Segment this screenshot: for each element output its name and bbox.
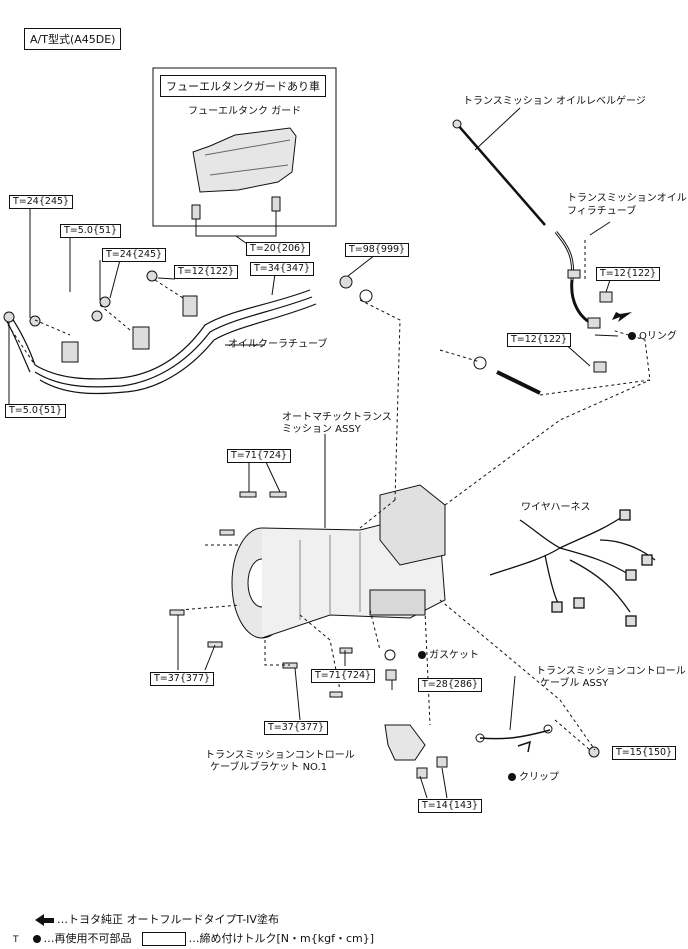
torque-box: T=5.0{51} <box>60 224 122 238</box>
torque-symbol: T <box>13 935 19 945</box>
non-reusable-dot-icon <box>508 773 516 781</box>
inset-header: フューエルタンクガードあり車 <box>160 75 326 97</box>
torque-box: T=15{150} <box>612 746 677 760</box>
torque-box: T=12{122} <box>174 265 239 279</box>
filler-tube-label-1: トランスミッションオイル <box>567 193 687 204</box>
level-gauge-rod <box>456 123 546 226</box>
torque-box: T=37{377} <box>150 672 215 686</box>
inset-bolts <box>191 196 281 220</box>
cooler-tube-label: オイルクーラチューブ <box>228 339 328 350</box>
torque-box: T=71{724} <box>311 669 376 683</box>
arrow-left-icon <box>35 914 44 926</box>
non-reusable-dot-icon <box>628 332 636 340</box>
transmission-assy-shape <box>231 484 446 639</box>
control-cable-label-2: ケーブル ASSY <box>540 678 609 689</box>
cable-bracket-label-1: トランスミッションコントロール <box>205 750 355 761</box>
torque-box: T=24{245} <box>9 195 74 209</box>
legend-symbols: T…再使用不可部品…締め付けトルク[N・m{kgf・cm}] <box>13 932 375 946</box>
non-reusable-dot-icon <box>418 651 426 659</box>
torque-box: T=98{999} <box>345 243 410 257</box>
wire-harness-shape <box>489 509 656 627</box>
torque-box: T=37{377} <box>264 721 329 735</box>
cable-bracket-shape <box>384 724 426 761</box>
filler-tube-label-2: フィラチューブ <box>567 206 637 217</box>
at-assy-label-1: オートマチックトランス <box>282 412 392 423</box>
fuel-tank-guard-shape <box>192 127 297 193</box>
torque-box-sample <box>141 932 186 946</box>
non-reusable-dot-icon <box>32 935 41 943</box>
gasket-label: ガスケット <box>418 650 479 662</box>
level-gauge-label: トランスミッション オイルレベルゲージ <box>463 96 646 107</box>
torque-box: T=71{724} <box>227 449 292 463</box>
torque-box: T=12{122} <box>596 267 661 281</box>
torque-box: T=20{206} <box>246 242 311 256</box>
torque-box: T=12{122} <box>507 333 572 347</box>
torque-box: T=28{286} <box>418 678 483 692</box>
control-cable-shape <box>479 729 551 740</box>
apply-fluid-arrow-icon <box>612 312 632 322</box>
wire-harness-label: ワイヤハーネス <box>521 502 591 513</box>
inset-frame <box>152 67 337 227</box>
torque-box: T=24{245} <box>102 248 167 262</box>
torque-box: T=5.0{51} <box>5 404 67 418</box>
o-ring-label: Oリング <box>628 331 677 343</box>
page-title: A/T型式(A45DE) <box>24 28 122 50</box>
clip-label: クリップ <box>508 772 559 784</box>
legend-fluid: …トヨタ純正 オートフルードタイプT-IV塗布 <box>35 913 279 927</box>
cable-bracket-label-2: ケーブルブラケット NO.1 <box>210 762 328 773</box>
control-cable-label-1: トランスミッションコントロール <box>536 666 686 677</box>
bolt-shape <box>599 291 613 303</box>
at-assy-label-2: ミッション ASSY <box>282 424 361 435</box>
torque-box: T=14{143} <box>418 799 483 813</box>
fuel-tank-guard-label: フューエルタンク ガード <box>188 106 302 117</box>
torque-box: T=34{347} <box>250 262 315 276</box>
